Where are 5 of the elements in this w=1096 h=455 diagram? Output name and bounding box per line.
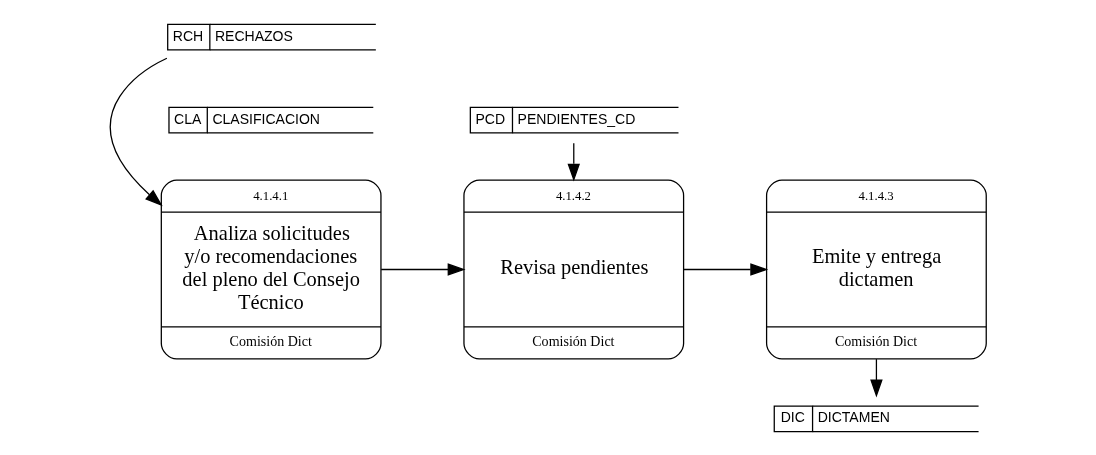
arrow (870, 358, 883, 397)
arrow (109, 57, 168, 206)
arrow (380, 262, 466, 276)
arrow (683, 262, 769, 276)
arrow (567, 142, 581, 182)
